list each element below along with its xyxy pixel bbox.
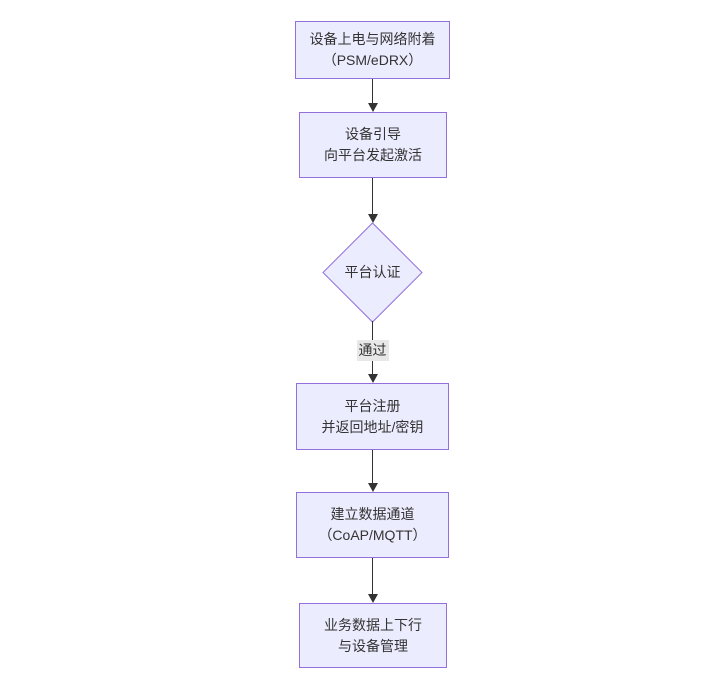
node-text-line: 建立数据通道 — [330, 506, 415, 522]
arrowhead-down-icon — [367, 594, 378, 603]
arrowhead-down-icon — [367, 374, 378, 383]
decision-platform-auth: 平台认证 — [322, 221, 423, 323]
edge-register-to-channel — [367, 450, 378, 492]
node-text-line: 业务数据上下行 — [324, 616, 422, 633]
node-text-line: 与设备管理 — [338, 637, 408, 654]
edge-power-to-bootstrap — [367, 79, 378, 112]
node-text-line: 平台注册 — [344, 397, 401, 414]
node-text-line: （CoAP/MQTT） — [318, 527, 427, 543]
node-text-line: （PSM/eDRX） — [322, 52, 423, 68]
node-text-line: 设备引导 — [345, 126, 401, 142]
edge-line — [371, 178, 374, 214]
node-data-channel: 建立数据通道 （CoAP/MQTT） — [296, 492, 449, 558]
edge-channel-to-business — [367, 558, 378, 603]
edge-line — [371, 558, 374, 594]
arrowhead-down-icon — [367, 483, 378, 492]
node-text-line: 向平台发起激活 — [324, 147, 422, 163]
edge-line — [371, 79, 374, 103]
edge-auth-to-register: 通过 — [356, 321, 389, 383]
node-register: 平台注册 并返回地址/密钥 — [296, 383, 449, 450]
node-bootstrap: 设备引导 向平台发起激活 — [299, 112, 447, 178]
edge-label-pass: 通过 — [356, 340, 389, 361]
node-power-attach: 设备上电与网络附着 （PSM/eDRX） — [295, 21, 450, 79]
node-text-line: 设备上电与网络附着 — [309, 31, 436, 47]
node-text-line: 并返回地址/密钥 — [321, 418, 424, 435]
node-business-data: 业务数据上下行 与设备管理 — [299, 603, 447, 668]
edge-line — [371, 450, 374, 483]
node-text-line: 平台认证 — [344, 264, 401, 280]
arrowhead-down-icon — [367, 103, 378, 112]
edge-bootstrap-to-auth — [367, 178, 378, 223]
arrowhead-down-icon — [367, 214, 378, 223]
